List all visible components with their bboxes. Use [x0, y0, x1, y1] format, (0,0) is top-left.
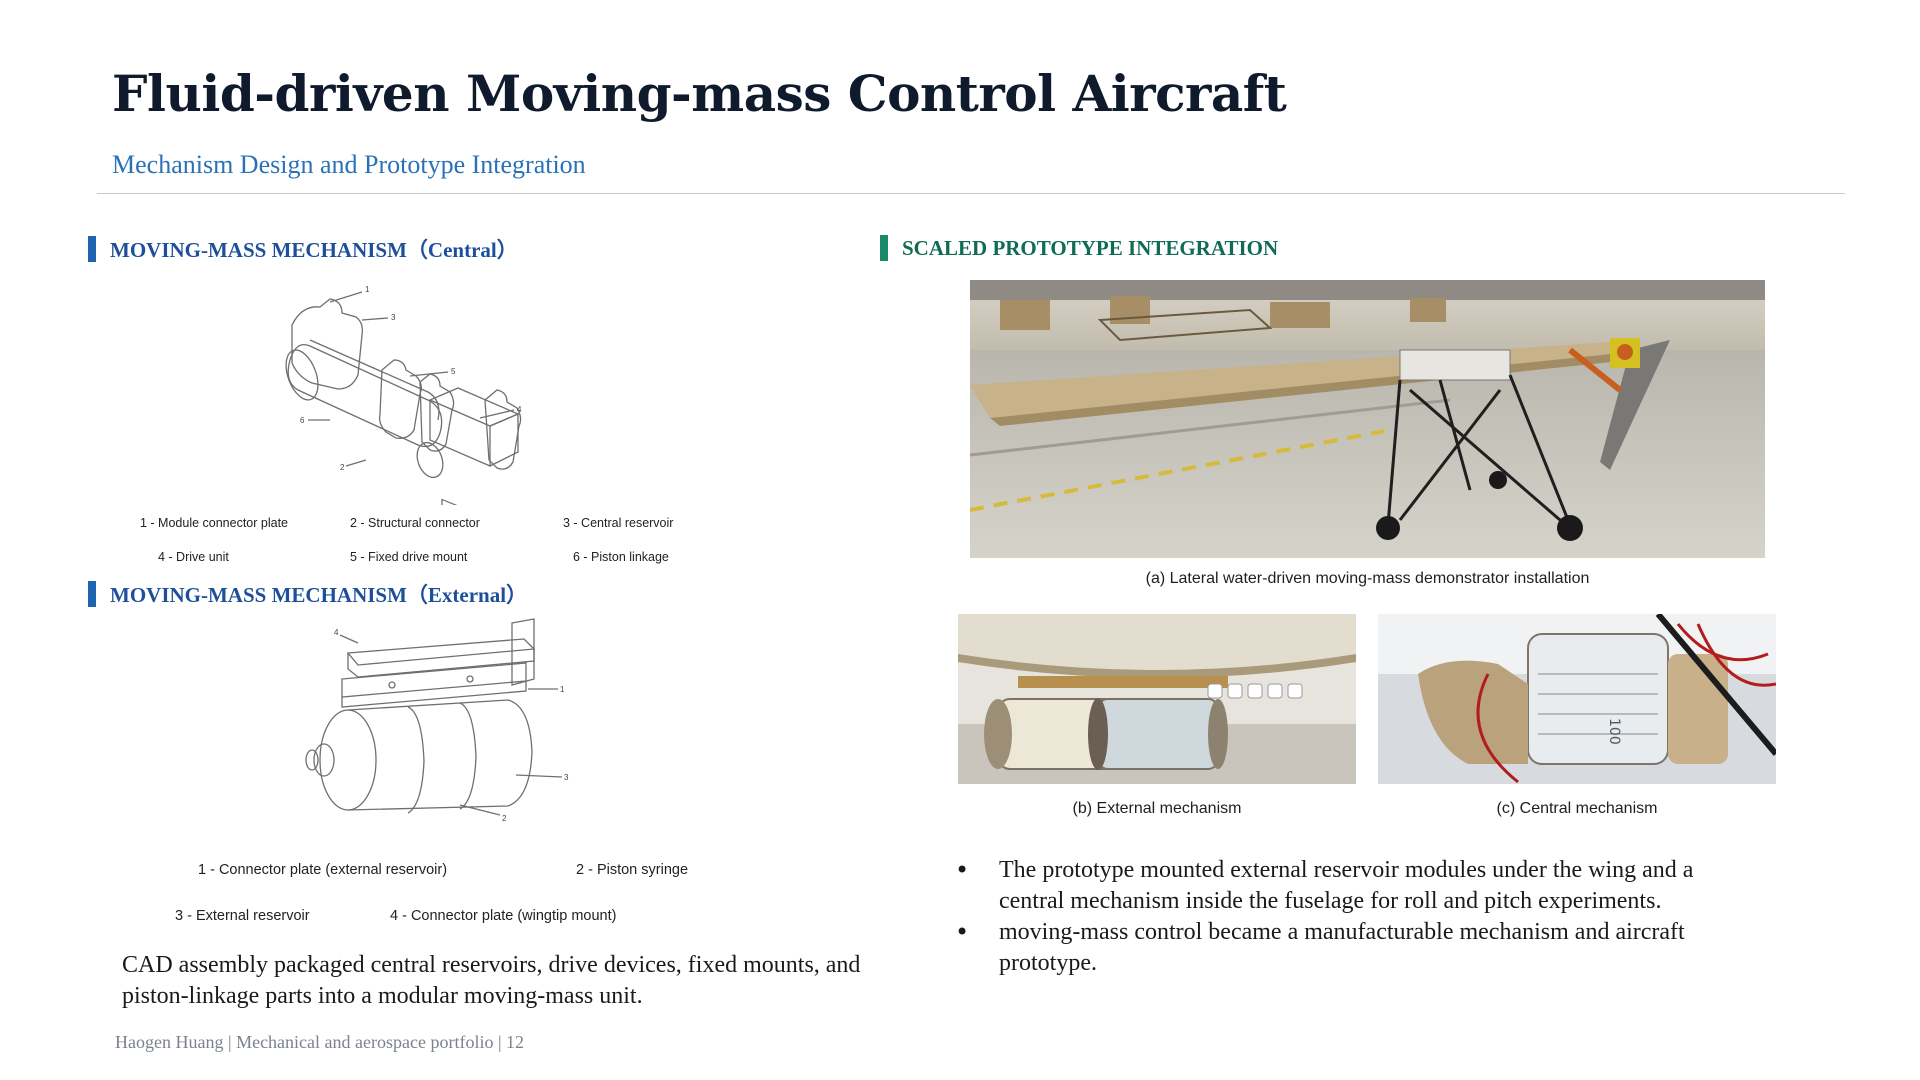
section-heading-central: MOVING-MASS MECHANISM（Central）: [88, 235, 518, 263]
central-cad-drawing: 1 2 3 4 5 6: [285, 285, 522, 505]
external-mechanism-image: [958, 614, 1356, 784]
bullet-text: moving-mass control became a manufactura…: [999, 919, 1685, 976]
prototype-aircraft-image: [970, 280, 1765, 558]
bullet-item: • moving-mass control became a manufactu…: [955, 917, 1735, 979]
central-callout-3: 3: [391, 313, 396, 322]
section-heading-external-text: MOVING-MASS MECHANISM（External）: [110, 583, 528, 607]
prototype-photo-a: [970, 280, 1765, 558]
central-part-label-3: 3 - Central reservoir: [563, 516, 674, 530]
header-divider: [97, 193, 1845, 194]
bullet-text: The prototype mounted external reservoir…: [999, 857, 1694, 914]
external-callout-1: 1: [560, 685, 565, 694]
external-part-label-3: 3 - External reservoir: [175, 908, 310, 924]
external-callout-2: 2: [502, 814, 507, 823]
external-cad-drawing: 1 2 3 4: [305, 618, 569, 823]
external-cad-figure: 1 2 3 4: [300, 615, 600, 835]
prototype-photo-b: [958, 614, 1356, 784]
central-callout-5: 5: [451, 367, 456, 376]
bullet-glyph: •: [955, 856, 970, 884]
central-callout-2: 2: [340, 463, 345, 472]
external-callout-3: 3: [564, 773, 569, 782]
prototype-bullets: • The prototype mounted external reservo…: [955, 855, 1735, 979]
external-callout-4: 4: [334, 628, 339, 637]
section-accent-bar: [88, 581, 96, 607]
central-callout-1: 1: [365, 285, 370, 294]
central-part-label-4: 4 - Drive unit: [158, 550, 229, 564]
external-part-label-2: 2 - Piston syringe: [576, 862, 689, 878]
external-part-label-1: 1 - Connector plate (external reservoir): [198, 862, 448, 878]
bullet-glyph: •: [955, 918, 970, 946]
prototype-photo-c: 100: [1378, 614, 1776, 784]
central-part-label-5: 5 - Fixed drive mount: [350, 550, 468, 564]
central-part-label-6: 6 - Piston linkage: [573, 550, 669, 564]
syringe-scale-text: 100: [1606, 718, 1622, 745]
central-mechanism-image: 100: [1378, 614, 1776, 784]
section-accent-bar: [88, 236, 96, 262]
section-heading-external: MOVING-MASS MECHANISM（External）: [88, 580, 527, 608]
central-part-label-2: 2 - Structural connector: [350, 516, 480, 530]
caption-c: (c) Central mechanism: [1496, 800, 1658, 817]
caption-a: (a) Lateral water-driven moving-mass dem…: [1145, 570, 1590, 587]
page-title: Fluid-driven Moving-mass Control Aircraf…: [112, 64, 1287, 123]
central-cad-figure: 1 2 3 4 5 6: [270, 280, 720, 505]
bullet-item: • The prototype mounted external reservo…: [955, 855, 1735, 917]
section-heading-prototype-text: SCALED PROTOTYPE INTEGRATION: [902, 235, 1279, 260]
cad-description: CAD assembly packaged central reservoirs…: [122, 952, 861, 1009]
section-accent-bar: [880, 235, 888, 261]
section-heading-prototype: SCALED PROTOTYPE INTEGRATION: [880, 234, 1278, 262]
section-heading-central-text: MOVING-MASS MECHANISM（Central）: [110, 238, 518, 262]
central-callout-4: 4: [517, 405, 522, 414]
external-part-label-4: 4 - Connector plate (wingtip mount): [390, 908, 617, 924]
page-subtitle: Mechanism Design and Prototype Integrati…: [112, 150, 586, 179]
central-callout-6: 6: [300, 416, 305, 425]
caption-b: (b) External mechanism: [1072, 800, 1242, 817]
central-part-label-1: 1 - Module connector plate: [140, 516, 289, 530]
page-footer: Haogen Huang | Mechanical and aerospace …: [115, 1032, 525, 1052]
